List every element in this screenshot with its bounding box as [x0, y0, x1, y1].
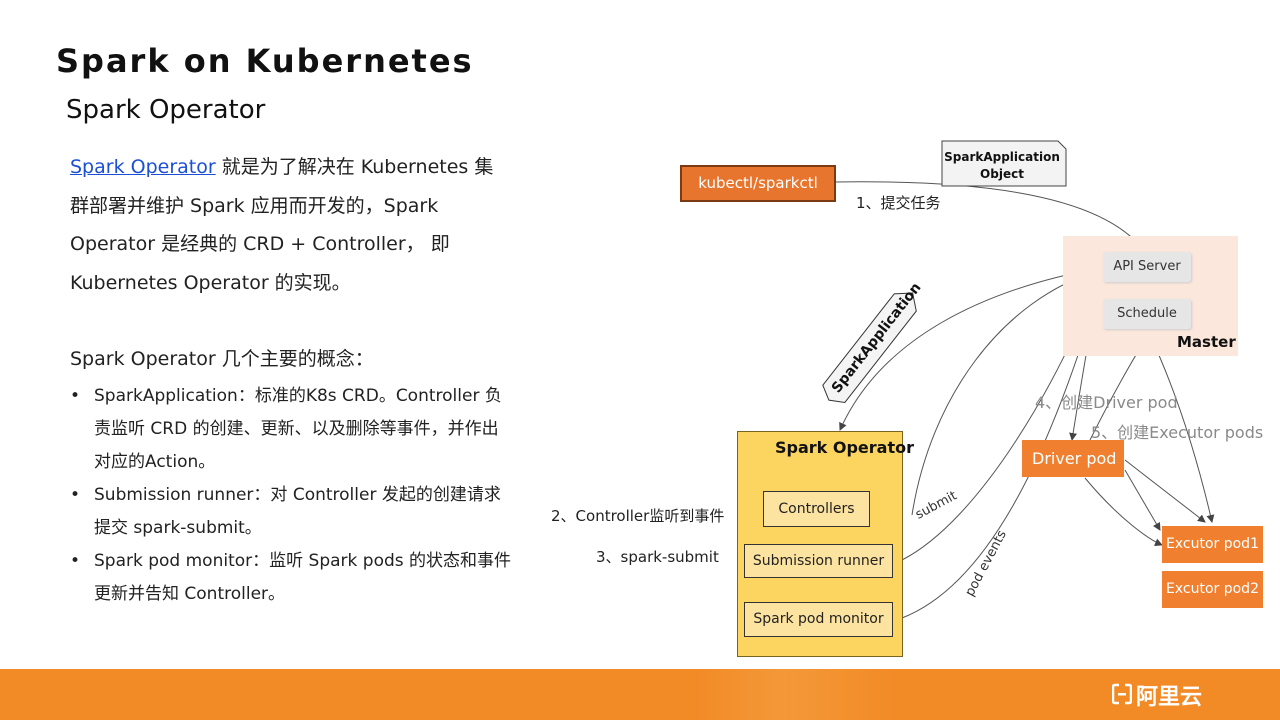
sparkapp-object-note: SparkApplication Object	[944, 150, 1060, 181]
api-server-box: API Server	[1103, 252, 1191, 282]
page-title: Spark on Kubernetes	[56, 42, 474, 80]
spark-operator-title: Spark Operator	[775, 438, 914, 457]
executor-pod1-box: Excutor pod1	[1162, 526, 1263, 563]
schedule-box: Schedule	[1103, 299, 1191, 329]
spark-operator-link[interactable]: Spark Operator	[70, 156, 216, 178]
intro-paragraph: Spark Operator 就是为了解决在 Kubernetes 集群部署并维…	[70, 148, 510, 302]
pod-monitor-box: Spark pod monitor	[744, 602, 893, 637]
list-item: •Submission runner：对 Controller 发起的创建请求提…	[70, 485, 501, 538]
step3-label: 3、spark-submit	[596, 548, 719, 566]
kubectl-box: kubectl/sparkctl	[680, 165, 836, 202]
submission-runner-box: Submission runner	[744, 544, 893, 578]
page-subtitle: Spark Operator	[66, 95, 266, 125]
list-item: •SparkApplication：标准的K8s CRD。Controller …	[70, 386, 502, 472]
master-label: Master	[1177, 333, 1236, 351]
list-item: •Spark pod monitor：监听 Spark pods 的状态和事件更…	[70, 551, 512, 604]
intro-text: 就是为了解决在 Kubernetes 集群部署并维护 Spark 应用而开发的，…	[70, 156, 494, 294]
executor-pod2-box: Excutor pod2	[1162, 571, 1263, 608]
step4-label: 4、创建Driver pod	[1035, 393, 1178, 412]
footer-brand: 阿里云	[1136, 685, 1203, 710]
concepts-list: •SparkApplication：标准的K8s CRD。Controller …	[70, 380, 515, 611]
aliyun-logo-icon	[1112, 683, 1132, 705]
footer-decoration	[690, 669, 900, 720]
step2-label: 2、Controller监听到事件	[551, 507, 725, 525]
driver-pod-box: Driver pod	[1022, 440, 1124, 477]
controllers-box: Controllers	[763, 491, 870, 527]
step5-label: 5、创建Executor pods	[1091, 423, 1264, 442]
concepts-heading: Spark Operator 几个主要的概念：	[70, 348, 374, 370]
step1-label: 1、提交任务	[856, 194, 941, 212]
footer-bar: 阿里云	[0, 669, 1280, 720]
